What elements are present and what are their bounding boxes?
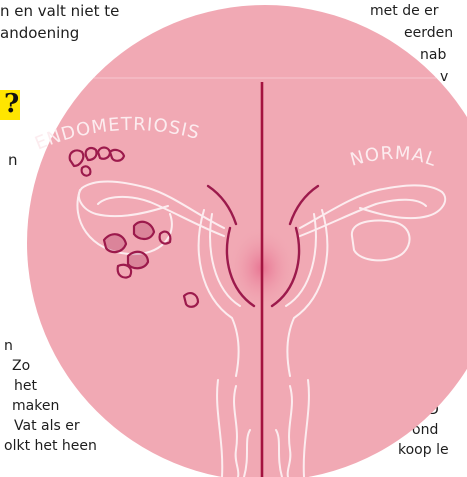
uterus-illustration: ENDOMETRIOSIS NORMAL bbox=[0, 0, 467, 477]
